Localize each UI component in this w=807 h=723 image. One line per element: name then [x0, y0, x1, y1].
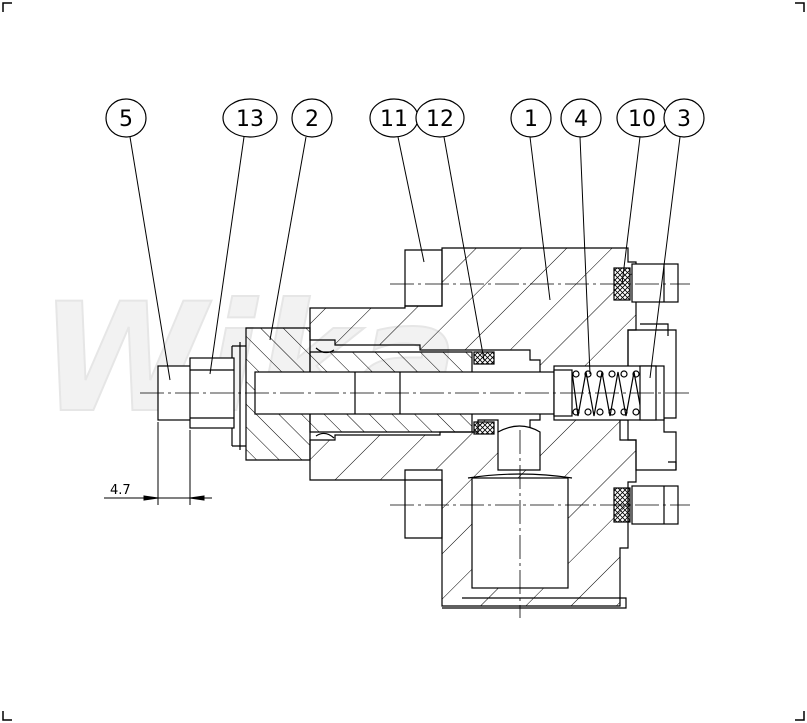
port-bore [471, 477, 569, 589]
balloon-label: 2 [305, 107, 319, 132]
balloon-label: 1 [524, 107, 538, 132]
balloon-11: 11 [369, 98, 419, 138]
balloon-label: 10 [628, 107, 656, 132]
balloon-label: 4 [574, 107, 588, 132]
flange-top [404, 249, 443, 307]
balloon-label: 12 [426, 107, 454, 132]
balloon-10: 10 [616, 98, 668, 138]
dimension-4-7 [104, 422, 212, 505]
leader-lines [129, 136, 681, 381]
bolt-top [613, 263, 679, 303]
spring [571, 370, 651, 417]
balloon-label: 3 [677, 107, 691, 132]
flange-bottom [404, 479, 443, 539]
inlet-cavity [497, 425, 541, 471]
balloon-5: 5 [105, 98, 147, 138]
balloon-1: 1 [510, 98, 552, 138]
center-lines [140, 283, 690, 618]
balloon-4: 4 [560, 98, 602, 138]
balloon-label: 11 [380, 107, 408, 132]
o-ring-bottom [473, 421, 495, 435]
balloon-label: 13 [236, 107, 264, 132]
balloon-3: 3 [663, 98, 705, 138]
balloon-12: 12 [415, 98, 465, 138]
end-cap [627, 329, 677, 471]
balloon-13: 13 [222, 98, 278, 138]
balloon-label: 5 [119, 107, 133, 132]
dimension-value: 4.7 [110, 483, 131, 498]
balloon-2: 2 [291, 98, 333, 138]
